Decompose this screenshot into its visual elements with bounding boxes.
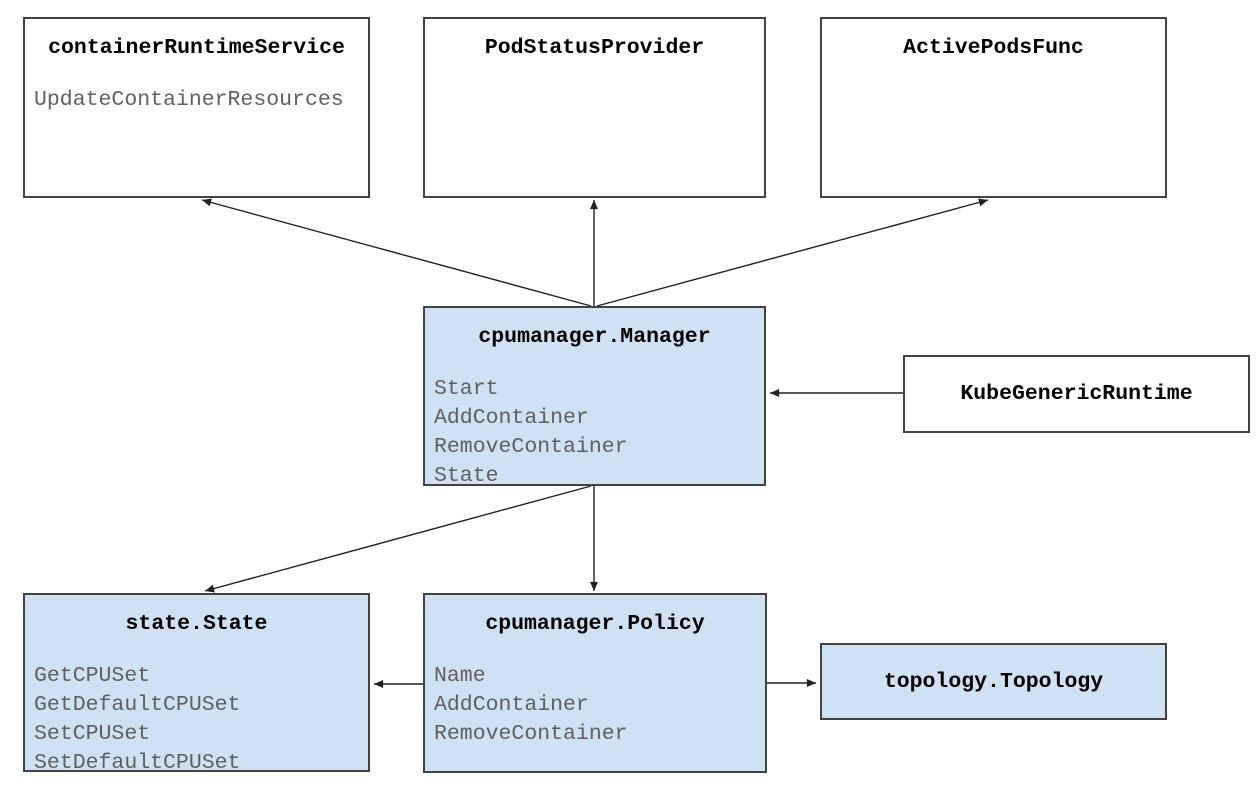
box-kube-generic-runtime: KubeGenericRuntime — [903, 355, 1250, 433]
method-item: GetDefaultCPUSet — [34, 693, 241, 717]
method-list: UpdateContainerResources — [25, 86, 368, 115]
box-title: containerRuntimeService — [48, 36, 345, 60]
box-active-pods-func: ActivePodsFunc — [820, 17, 1167, 198]
box-pod-status-provider: PodStatusProvider — [423, 17, 766, 198]
method-item: SetCPUSet — [34, 722, 151, 746]
box-title: topology.Topology — [883, 669, 1104, 694]
box-topology-topology: topology.Topology — [820, 643, 1167, 720]
method-item: State — [434, 464, 499, 488]
box-cpumanager-manager: cpumanager.Manager Start AddContainer Re… — [423, 306, 766, 488]
box-state-state: state.State GetCPUSet GetDefaultCPUSet S… — [23, 593, 370, 775]
method-item: SetDefaultCPUSet — [34, 751, 241, 775]
method-item: GetCPUSet — [34, 664, 151, 688]
method-list: Start AddContainer RemoveContainer State — [425, 375, 764, 491]
box-title: KubeGenericRuntime — [960, 382, 1193, 406]
box-title: ActivePodsFunc — [903, 36, 1084, 60]
box-title: state.State — [125, 612, 268, 636]
arrow-manager-to-container-runtime-service — [201, 198, 592, 307]
box-title: PodStatusProvider — [484, 36, 705, 60]
box-cpumanager-policy: cpumanager.Policy Name AddContainer Remo… — [423, 593, 767, 773]
box-title: cpumanager.Manager — [478, 325, 711, 349]
box-container-runtime-service: containerRuntimeService UpdateContainerR… — [23, 17, 370, 198]
arrow-manager-to-state-state — [204, 485, 592, 593]
box-title: cpumanager.Policy — [485, 612, 705, 636]
method-item: AddContainer — [434, 693, 589, 717]
method-item: Name — [434, 664, 486, 688]
arrow-manager-to-active-pods-func — [596, 198, 989, 307]
method-list: Name AddContainer RemoveContainer — [425, 662, 765, 749]
method-item: Start — [434, 377, 499, 401]
method-item: RemoveContainer — [434, 722, 628, 746]
method-item: RemoveContainer — [434, 435, 628, 459]
method-item: UpdateContainerResources — [34, 88, 344, 112]
method-list: GetCPUSet GetDefaultCPUSet SetCPUSet Set… — [25, 662, 368, 778]
method-item: AddContainer — [434, 406, 589, 430]
